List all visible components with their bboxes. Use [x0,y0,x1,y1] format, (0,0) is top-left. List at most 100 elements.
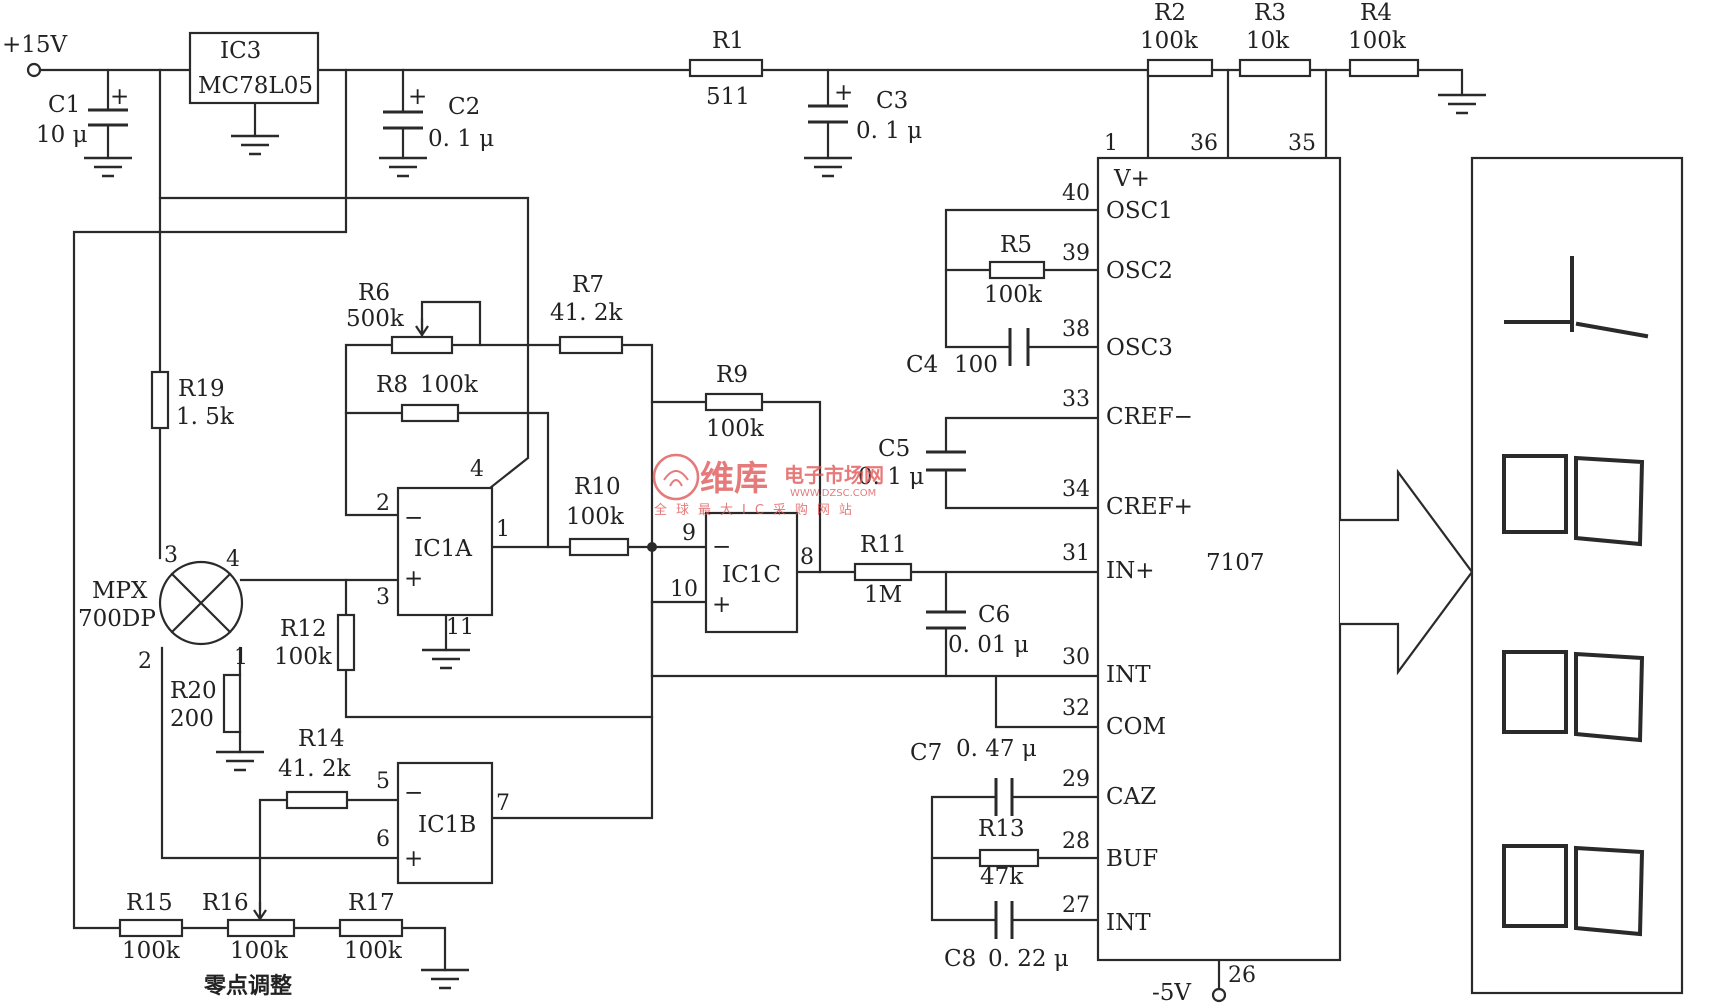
c5-value: 0. 1 μ [858,464,924,490]
ic3-name: IC3 [220,38,261,64]
c3-name: C3 [876,88,908,114]
c3-value: 0. 1 μ [856,118,922,144]
r12-name: R12 [280,616,327,642]
resistor-r7 [558,335,624,355]
r3-name: R3 [1254,0,1286,26]
adc-pin-number: 32 [1062,696,1090,721]
r7-name: R7 [572,272,604,298]
potentiometer-wiper-icon [253,902,267,921]
ground-icon [804,156,852,178]
ic1c-plus: + [712,592,731,618]
ground-icon [379,156,427,178]
ic1a-pin: 2 [376,491,390,516]
adc-bottom-pin: 26 [1228,963,1256,988]
sensor-pin: 4 [226,547,240,572]
adc-pin-label: COM [1106,714,1166,740]
potentiometer-wiper-icon [415,318,429,337]
adc-pin-label: INT [1106,662,1151,688]
ic1a-name: IC1A [414,536,472,562]
adc-left-pins: 40 OSC1 39 OSC2 38 OSC3 33 CREF− 34 CREF… [1062,181,1193,936]
adc-vplus: V+ [1113,166,1150,192]
ic3-regulator [188,31,320,105]
adc-pin-number: 40 [1062,181,1090,206]
c7-value: 0. 47 μ [956,736,1037,762]
ic1c-pin: 8 [800,545,814,570]
resistor-r9 [704,392,764,412]
ic1b-pin: 5 [376,769,390,794]
watermark-brand: 维库 [700,459,768,499]
adc-pin-number: 38 [1062,317,1090,342]
adc-pin-label: INT [1106,910,1151,936]
c1-name: C1 [48,92,80,118]
resistor-r1 [688,58,764,78]
opamp-ic1c [704,511,799,634]
adc-top-pin: 1 [1104,131,1118,156]
adc-pin-label: CREF+ [1106,494,1193,520]
resistor-r5 [988,260,1046,280]
opamp-ic1b [396,761,494,885]
capacitor-c5 [926,450,966,472]
ground-symbols [84,93,1486,990]
zero-adjust-label: 零点调整 [203,973,292,999]
capacitor-c3: + [808,80,853,124]
resistor-r15 [118,918,184,938]
ic1a-pin: 11 [446,615,474,640]
capacitor-c7 [994,778,1014,816]
adc-top-pin: 35 [1288,131,1316,156]
watermark: 维库 电子市场网 WWW.DZSC.COM 全球最大IC采购网站 [652,453,884,518]
r8-name: R8 [376,372,408,398]
bus-arrow-icon [1340,468,1474,676]
adc-pin-label: CAZ [1106,784,1156,810]
ic1a-pin: 1 [496,517,510,542]
ic1c-pin: 9 [682,521,696,546]
adc-pin-number: 39 [1062,241,1090,266]
sensor-pin: 1 [234,645,248,670]
c7-name: C7 [910,740,942,766]
resistor-r19 [150,370,170,430]
adc-7107 [1096,156,1342,962]
watermark-tagline: 全球最大IC采购网站 [654,502,861,518]
adc-pin-number: 31 [1062,541,1090,566]
r15-name: R15 [126,890,173,916]
ic1a-plus: + [404,566,423,592]
r5-name: R5 [1000,232,1032,258]
watermark-market: 电子市场网 [784,463,884,487]
r20-name: R20 [170,678,217,704]
resistor-r8 [400,403,460,423]
junction-dots [647,542,657,552]
r19-name: R19 [178,376,225,402]
svg-text:+: + [834,80,853,106]
capacitor-c4 [1008,328,1030,366]
resistor-r3 [1238,58,1312,78]
resistor-r11 [853,562,913,582]
r9-value: 100k [706,416,765,442]
r2-value: 100k [1140,28,1199,54]
r7-value: 41. 2k [550,300,624,326]
capacitor-c8 [994,901,1014,939]
c4-value: 100 [954,352,998,378]
resistor-r2 [1146,58,1214,78]
ic1b-pin: 7 [496,791,510,816]
c6-value: 0. 01 μ [948,632,1029,658]
r14-name: R14 [298,726,345,752]
supply-neg-terminal [1211,987,1227,1003]
adc-pin-number: 27 [1062,893,1090,918]
wires [36,68,1464,992]
r1-name: R1 [712,28,744,54]
resistor-r6 [390,335,454,355]
svg-text:+: + [110,84,129,110]
r6-value: 500k [346,306,405,332]
c6-name: C6 [978,602,1010,628]
adc-name: 7107 [1206,550,1265,576]
r4-value: 100k [1348,28,1407,54]
adc-pin-label: OSC1 [1106,198,1173,224]
ic3-part: MC78L05 [198,73,313,99]
r15-value: 100k [122,938,181,964]
adc-pin-number: 28 [1062,829,1090,854]
ic1b-plus: + [404,846,423,872]
r1-value: 511 [706,84,750,110]
ground-icon [216,750,264,772]
adc-pin-number: 34 [1062,477,1090,502]
supply-pos-terminal [26,62,42,78]
